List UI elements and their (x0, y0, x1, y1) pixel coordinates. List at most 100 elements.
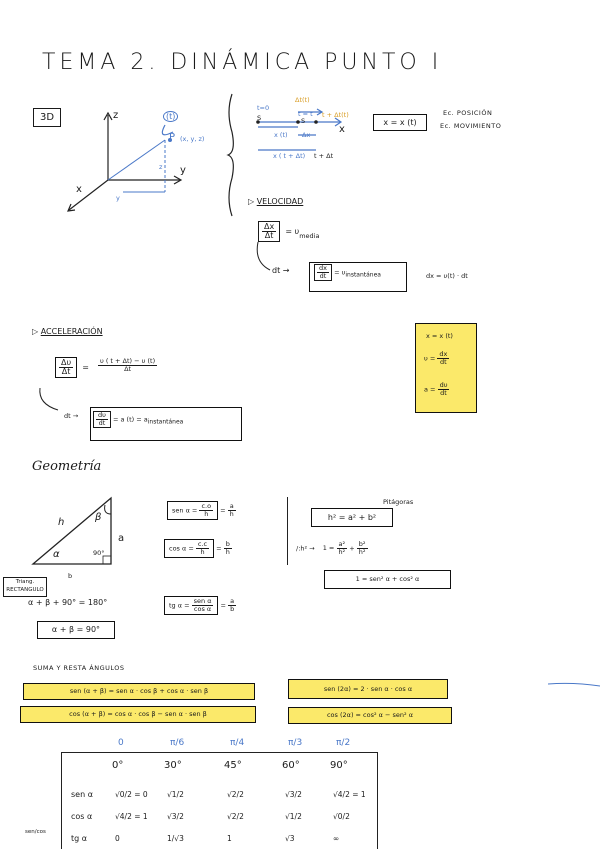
trig-cell-0-3: √3/2 (285, 790, 302, 799)
trig-table-frame (61, 752, 378, 849)
sen-double-box: sen (2α) = 2 · sen α · cos α (288, 679, 448, 699)
tri-label-box: Triang. RECTANGULO (3, 577, 47, 597)
acc-rhs-num: υ ( t + Δt) − υ (t) (98, 357, 158, 366)
page-title: TEMA 2. DINÁMICA PUNTO I (42, 50, 443, 75)
position-eq-box: x = x (t) (373, 114, 427, 131)
trig-cell-2-1: 1/√3 (167, 834, 184, 843)
rad-header-2: π/4 (230, 738, 245, 748)
acc-sub-inst: instantánea (147, 418, 184, 426)
trig-row-label-2: tg α (71, 834, 88, 843)
proj-z-label: z (159, 163, 163, 171)
angle-sum: α + β + 90° = 180° (28, 598, 108, 607)
trig-cell-1-2: √2/2 (227, 812, 244, 821)
acc-rhs-den: Δt (124, 365, 132, 373)
velocity-heading: ▷ VELOCIDAD (248, 197, 304, 206)
tdt-label: t + Δt(t) (322, 111, 349, 119)
rad-header-3: π/3 (288, 738, 303, 748)
vel-inst-num: dx (317, 264, 329, 273)
tri-b: b (68, 572, 73, 580)
3d-axes-diagram (67, 111, 183, 212)
geometry-heading: Geometría (32, 459, 102, 474)
acc-dt-arrow: dt → (64, 412, 79, 420)
axis-x-line-label: x (339, 124, 345, 135)
vel-num: Δx (262, 221, 277, 232)
trig-cell-0-0: √0/2 = 0 (115, 790, 148, 799)
tri-label-2: RECTANGULO (6, 587, 44, 593)
s-mid-label: S (301, 117, 306, 125)
t-label: t = t (298, 110, 313, 118)
acceleration-heading: ▷ ACCELERACIÓN (32, 327, 103, 336)
trig-cell-0-4: √4/2 = 1 (333, 790, 366, 799)
trig-cell-2-4: ∞ (333, 834, 340, 843)
sen-sum-box: sen (α + β) = sen α · cos β + cos α · se… (23, 683, 255, 700)
right-triangle (31, 496, 112, 565)
acceleration-heading-text: ACCELERACIÓN (40, 327, 103, 336)
tri-a: a (118, 533, 125, 544)
t0-label: t=0 (257, 104, 270, 112)
dx-equation: dx = υ(t) · dt (426, 272, 468, 280)
vel-sub-media: media (299, 232, 320, 241)
summary-x: x = x (t) (426, 332, 453, 340)
label-3d: 3D (33, 108, 61, 127)
pitagoras-box: h² = a² + b² (311, 508, 393, 527)
deg-header-0: 0° (112, 760, 124, 771)
axis-z-label: z (113, 110, 119, 121)
trig-cell-2-3: √3 (285, 834, 295, 843)
x-tdt-label: x ( t + Δt) (273, 152, 306, 160)
trig-cell-0-2: √2/2 (227, 790, 244, 799)
point-p: P (169, 132, 176, 143)
proj-y-label: y (116, 194, 120, 202)
acc-inst-den: dt (98, 418, 106, 427)
identity-box: 1 = sen² α + cos² α (324, 570, 451, 589)
sum-angles-heading: SUMA Y RESTA ÁNGULOS (33, 664, 125, 672)
line-motion-diagram (256, 108, 343, 151)
acc-num: Δυ (59, 357, 74, 368)
vel-inst-tail: = υ (334, 268, 346, 277)
vel-dt-arrow: dt → (272, 266, 290, 275)
vel-sub-inst: instantánea (345, 271, 381, 279)
trig-cell-1-3: √1/2 (285, 812, 302, 821)
trig-cell-0-1: √1/2 (167, 790, 184, 799)
trig-cell-1-1: √3/2 (167, 812, 184, 821)
s-left-label: S (257, 114, 262, 122)
trig-cell-2-2: 1 (227, 834, 232, 843)
deg-header-4: 90° (330, 760, 348, 771)
vel-inst-den: dt (319, 271, 327, 280)
vel-tail: = υ (285, 227, 300, 236)
trig-cell-2-0: 0 (115, 834, 120, 843)
trig-cell-1-4: √0/2 (333, 812, 350, 821)
vel-den: Δt (264, 231, 274, 240)
tri-beta: β (95, 512, 102, 523)
trig-cell-1-0: √4/2 = 1 (115, 812, 148, 821)
acc-inst-num: dυ (96, 411, 108, 420)
deg-header-1: 30° (164, 760, 182, 771)
rad-header-1: π/6 (170, 738, 185, 748)
point-coords: (x, y, z) (180, 135, 205, 143)
curve-label: (t) (163, 111, 179, 122)
pitagoras-label: Pitágoras (383, 498, 414, 506)
x-t-label: x (t) (274, 131, 288, 139)
dt-label: Δt(t) (295, 96, 310, 104)
rad-header-0: 0 (118, 738, 124, 748)
stray-line (548, 682, 600, 687)
acceleration-arrow (39, 387, 59, 411)
velocity-heading-text: VELOCIDAD (256, 197, 304, 206)
tri-alpha: α (53, 549, 60, 560)
tri-90: 90° (93, 549, 105, 557)
trig-row-label-0: sen α (71, 790, 93, 799)
t-dt-label: t + Δt (314, 152, 334, 160)
deg-header-row: 0°30°45°60°90° (100, 760, 380, 774)
axis-x-label: x (76, 184, 82, 195)
deg-header-3: 60° (282, 760, 300, 771)
